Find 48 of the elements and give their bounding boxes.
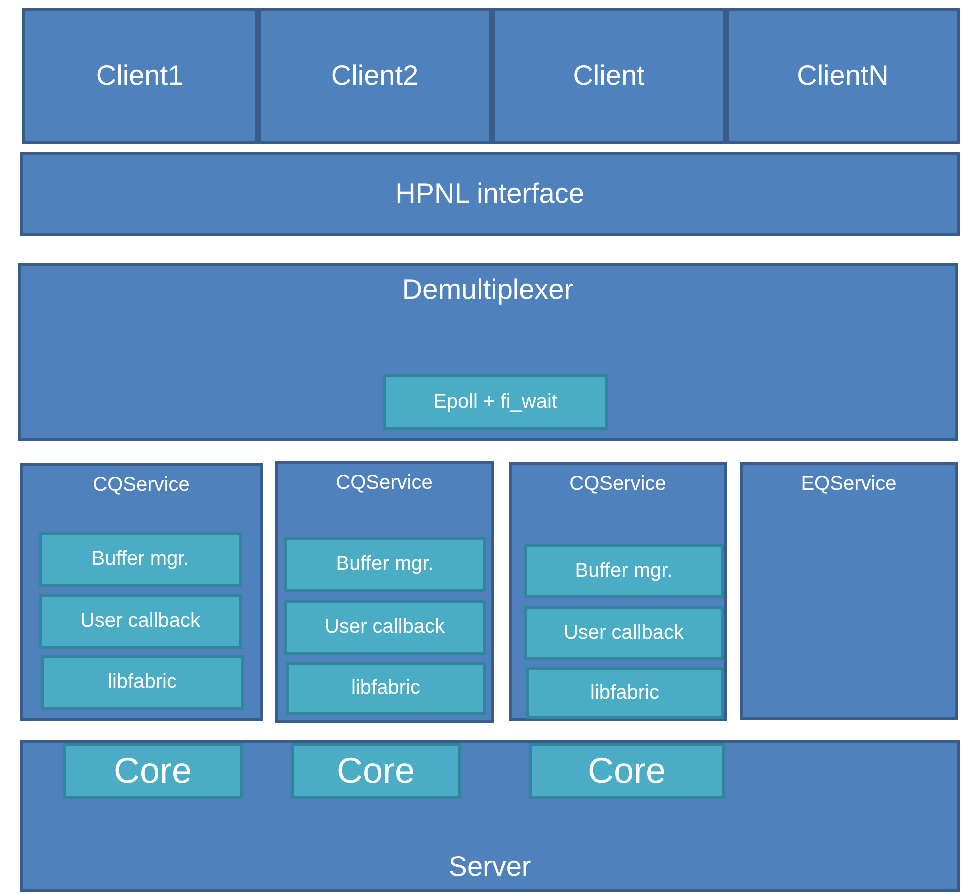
client-box (22, 8, 258, 144)
box-label: Server (448, 850, 532, 883)
service-panel (20, 463, 263, 721)
component-box (524, 606, 724, 660)
box-label: libfabric (352, 677, 420, 700)
component-box (524, 544, 724, 598)
box-label: Core (114, 750, 192, 792)
component-box (286, 662, 486, 715)
client-box (492, 8, 726, 144)
core-box (291, 743, 461, 799)
component-box (39, 532, 242, 587)
box-label: Buffer mgr. (92, 548, 190, 571)
service-panel (275, 461, 494, 723)
box-label: EQService (801, 473, 897, 496)
interface-layer (20, 152, 960, 236)
box-label: Buffer mgr. (575, 560, 673, 582)
box-label: HPNL interface (396, 178, 584, 210)
box-label: Client2 (331, 60, 419, 92)
client-box (726, 8, 960, 144)
box-label: User callback (564, 622, 684, 644)
server-panel (20, 740, 960, 892)
box-label: libfabric (108, 671, 177, 694)
component-box (526, 667, 724, 719)
box-label: Buffer mgr. (336, 553, 434, 576)
component-box (383, 374, 608, 430)
box-label: Core (336, 750, 416, 792)
box-label: libfabric (590, 682, 660, 704)
box-label: Demultiplexer (402, 274, 574, 306)
box-label: User callback (324, 616, 446, 639)
box-label: CQService (336, 472, 433, 495)
demultiplexer-panel (18, 263, 958, 441)
box-label: CQService (570, 473, 666, 496)
component-box (41, 655, 244, 710)
client-box (258, 8, 492, 144)
core-box (63, 743, 243, 799)
component-box (284, 600, 486, 655)
box-label: Client1 (96, 60, 184, 92)
service-panel (509, 462, 727, 721)
box-label: CQService (93, 474, 190, 497)
box-label: Client (573, 60, 645, 92)
box-label: User callback (80, 610, 201, 633)
core-box (529, 743, 725, 799)
box-label: Core (588, 750, 666, 792)
service-panel (740, 462, 958, 720)
box-label: ClientN (797, 60, 889, 92)
box-label: Epoll + fi_wait (434, 390, 558, 414)
component-box (39, 594, 242, 649)
component-box (284, 537, 486, 592)
